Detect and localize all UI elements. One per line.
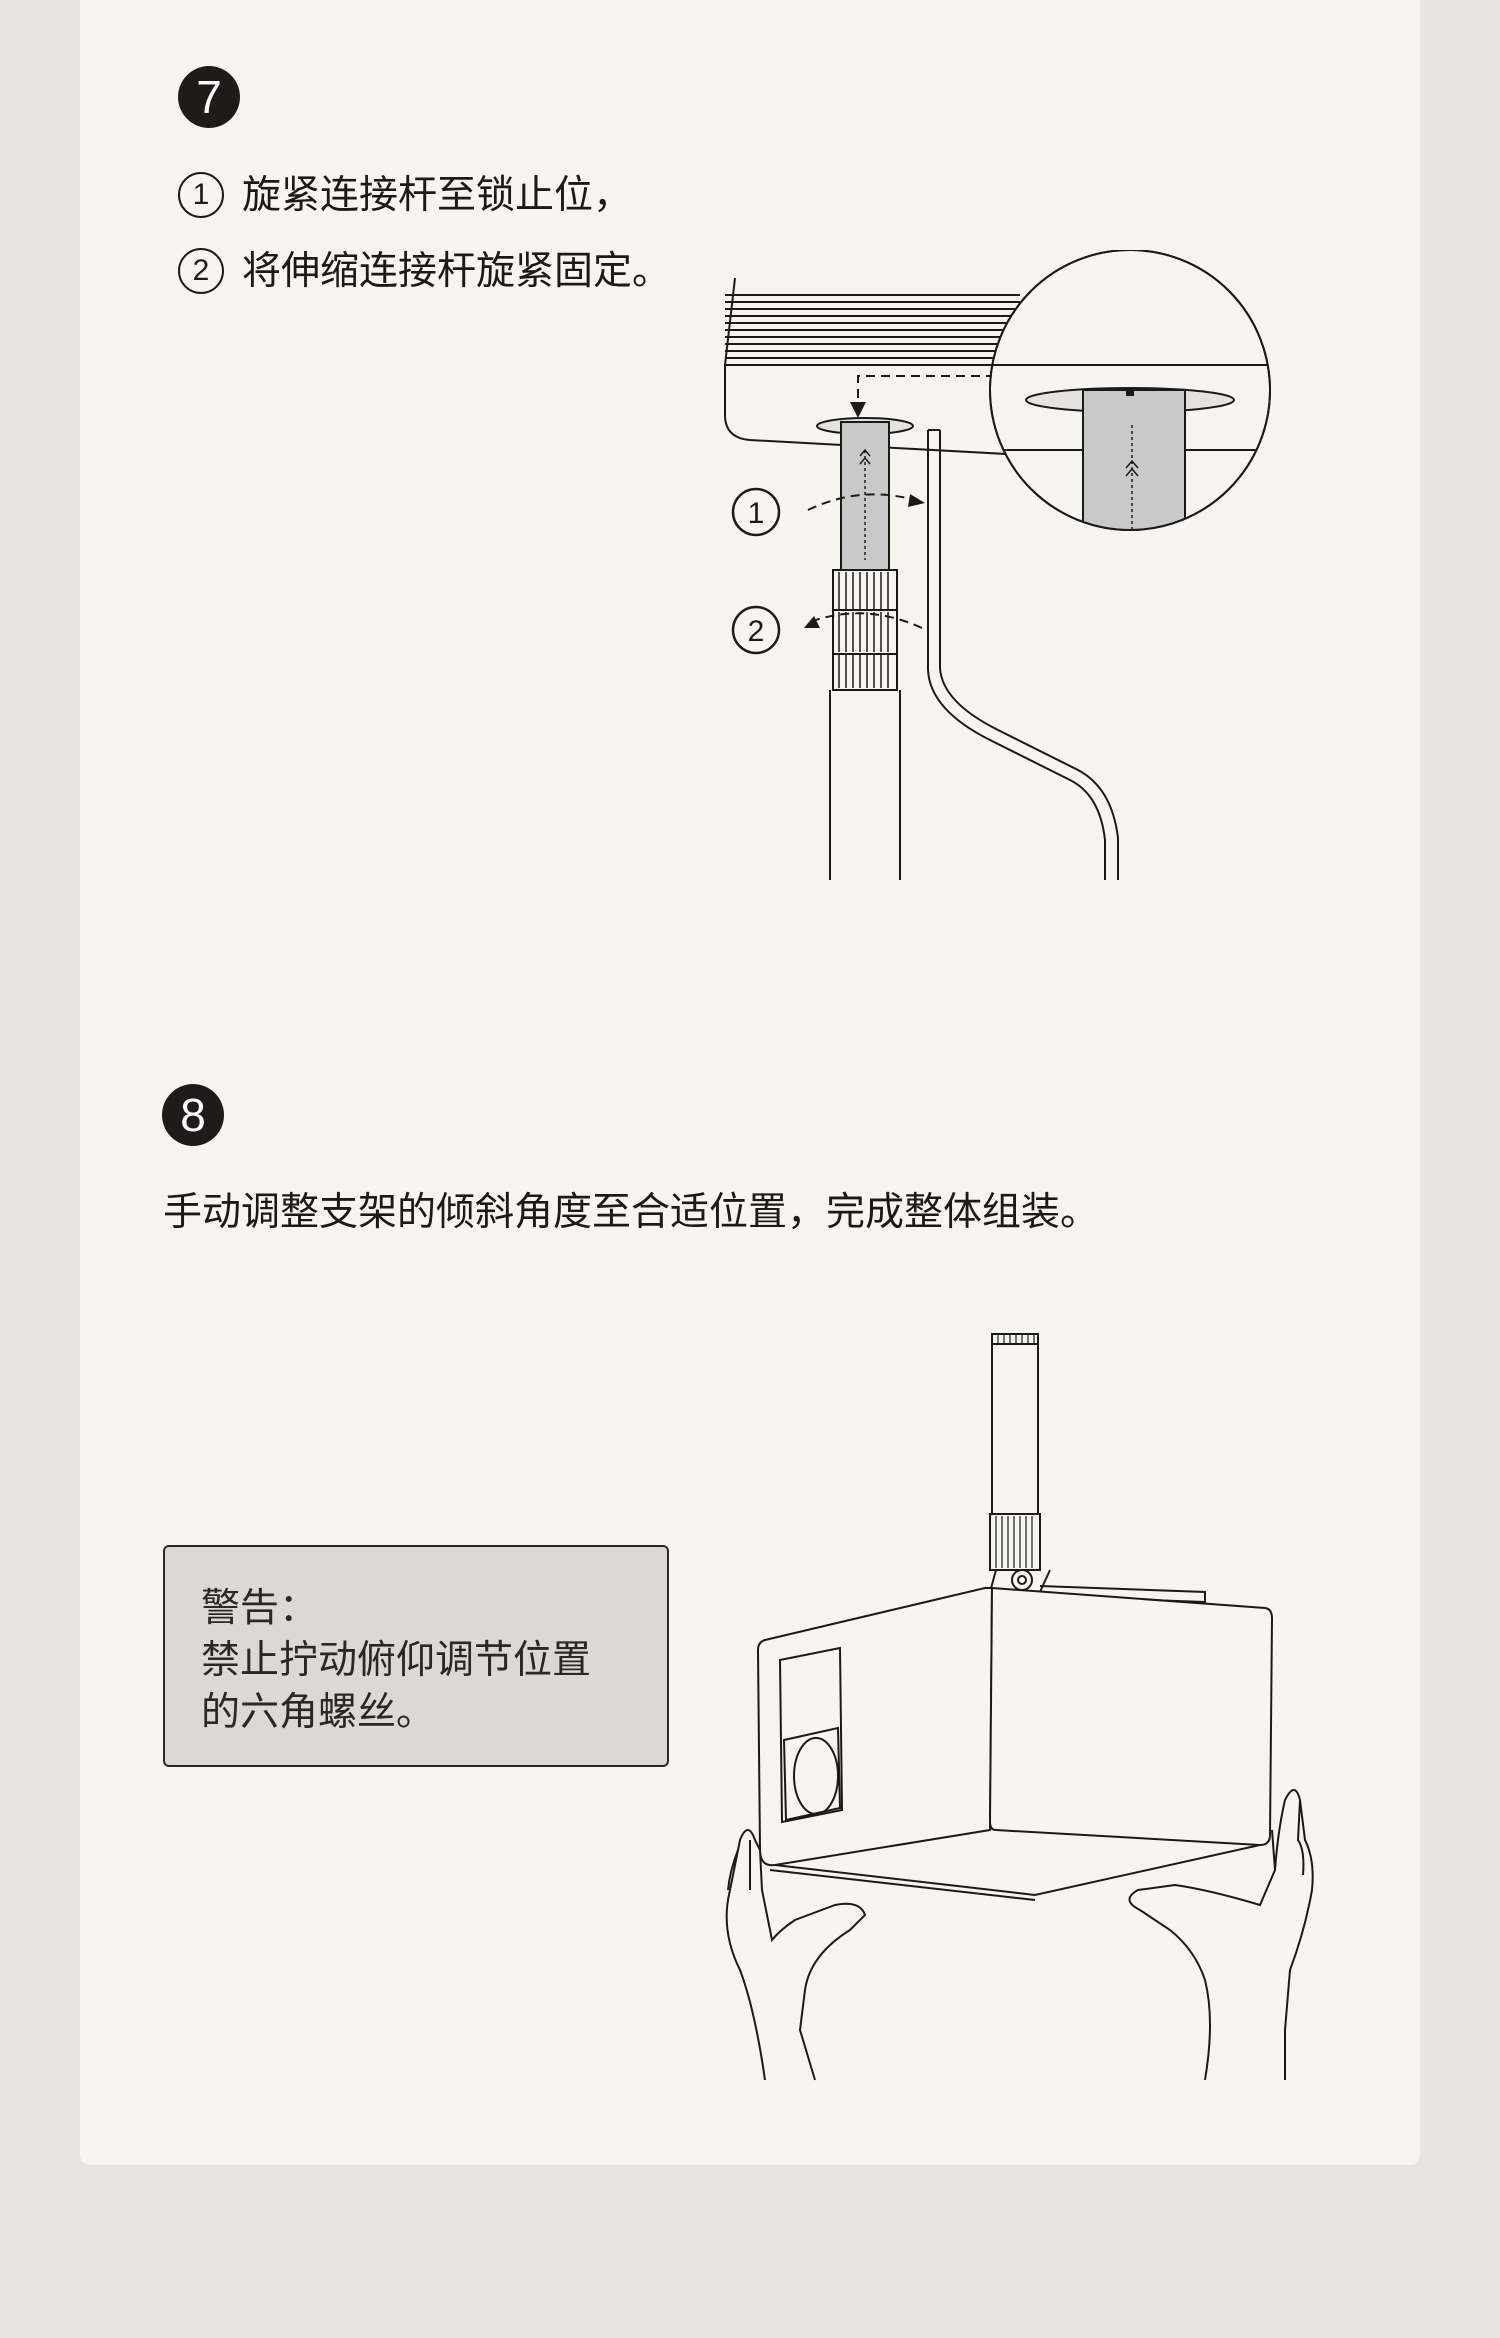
warning-title: 警告： (201, 1586, 319, 1631)
step-8-badge: 8 (162, 1084, 224, 1146)
instruction-text: 将伸缩连接杆旋紧固定。 (242, 248, 672, 294)
step-7-illustration: 1 2 (724, 250, 1271, 880)
diagram-label-1: 1 (731, 487, 781, 537)
step-8-instruction: 手动调整支架的倾斜角度至合适位置，完成整体组装。 (163, 1190, 1100, 1235)
warning-box: 警告： 禁止拧动俯仰调节位置 的六角螺丝。 (163, 1545, 669, 1767)
warning-line-1: 禁止拧动俯仰调节位置 (201, 1638, 592, 1683)
instruction-text: 旋紧连接杆至锁止位， (242, 172, 633, 218)
step-7-instruction-2: 2 将伸缩连接杆旋紧固定。 (178, 248, 671, 294)
right-hand (1128, 1789, 1314, 2081)
warning-line-2: 的六角螺丝。 (201, 1690, 436, 1735)
svg-text:2: 2 (748, 615, 765, 648)
step-7-badge: 7 (178, 66, 240, 128)
power-cable (927, 430, 1106, 880)
circled-number-1: 1 (178, 172, 224, 218)
projector-box-left-face (756, 1587, 994, 1867)
projector-box-right-face (988, 1586, 1274, 1847)
telescopic-pole (829, 690, 901, 880)
projector-ribs (724, 277, 1020, 366)
svg-text:1: 1 (748, 497, 765, 530)
left-hand (725, 1829, 867, 2081)
projector-body (724, 364, 1026, 457)
diagram-label-2: 2 (731, 605, 781, 655)
step-7-instruction-1: 1 旋紧连接杆至锁止位， (178, 172, 632, 218)
circled-number-2: 2 (178, 248, 224, 294)
detail-callout (989, 250, 1271, 531)
step-8-illustration (725, 1333, 1314, 2081)
